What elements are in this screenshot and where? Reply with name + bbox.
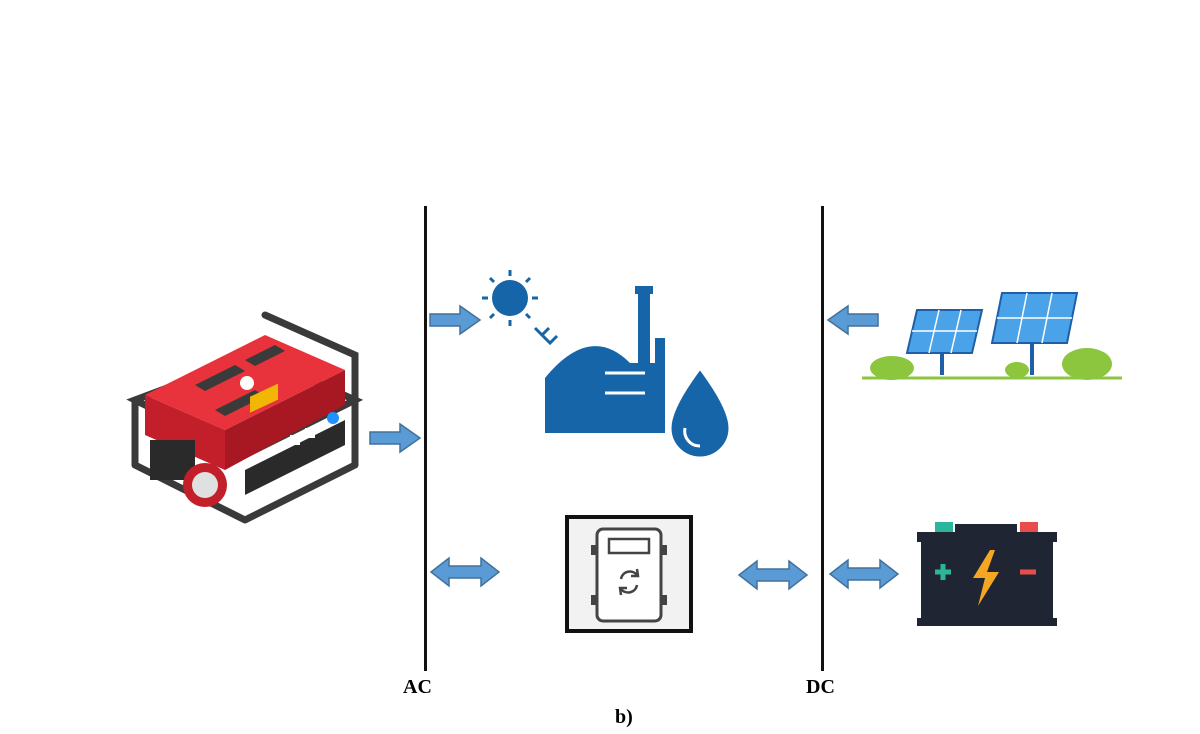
battery-icon: [917, 522, 1057, 626]
arrow-converter-dc-bidirectional: [737, 559, 809, 591]
arrow-ac-converter-bidirectional: [429, 556, 501, 588]
ac-bus-line: [424, 206, 427, 671]
arrow-generator-to-ac: [369, 422, 422, 454]
figure-caption: b): [615, 706, 633, 728]
dc-bus-label: DC: [806, 676, 835, 698]
biogas-plant-icon: [482, 270, 732, 460]
generator-icon: [126, 311, 364, 524]
arrow-ac-to-biogas: [429, 304, 482, 336]
arrow-solar-to-dc: [826, 304, 879, 336]
solar-panel-icon: [862, 292, 1122, 380]
converter-icon: [565, 515, 693, 633]
arrow-dc-battery-bidirectional: [828, 558, 900, 590]
dc-bus-line: [821, 206, 824, 671]
ac-bus-label: AC: [403, 676, 432, 698]
